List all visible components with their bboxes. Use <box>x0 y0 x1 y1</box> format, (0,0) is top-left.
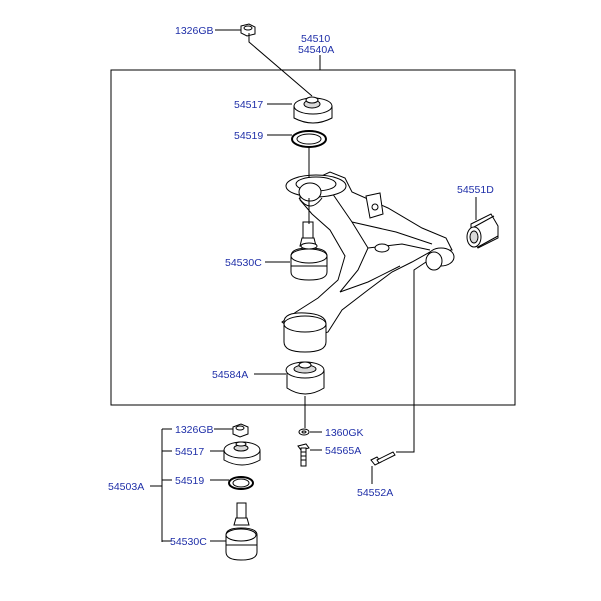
label-kit-ring: 54519 <box>175 475 204 487</box>
rear-bushing-icon <box>466 213 499 249</box>
assembly-frame <box>110 69 516 406</box>
label-bolt: 54565A <box>325 445 361 457</box>
label-upper-ring: 54519 <box>234 130 263 142</box>
label-assembly-a: 54510 <box>301 33 330 45</box>
label-top-nut: 1326GB <box>175 25 214 37</box>
kit-ring-icon <box>228 476 254 490</box>
kit-bushing-cap-icon <box>223 441 261 466</box>
long-bolt-icon <box>370 451 396 466</box>
label-rear-bush: 54551D <box>457 184 494 196</box>
label-washer: 1360GK <box>325 427 364 439</box>
label-long-bolt: 54552A <box>357 487 393 499</box>
label-kit-ball-joint: 54530C <box>170 536 207 548</box>
upper-bushing-cap-icon <box>293 96 333 124</box>
leader-lines <box>150 29 477 542</box>
top-nut-icon <box>240 23 256 37</box>
washer-icon <box>298 428 310 436</box>
lower-control-arm <box>281 171 455 353</box>
label-kit-cap: 54517 <box>175 446 204 458</box>
front-bushing-icon <box>285 361 325 395</box>
label-kit: 54503A <box>108 481 144 493</box>
ball-joint-icon <box>290 221 328 281</box>
bolt-icon <box>297 443 310 467</box>
label-front-bush: 54584A <box>212 369 248 381</box>
kit-nut-icon <box>232 423 249 438</box>
kit-ball-joint-icon <box>225 502 258 561</box>
label-upper-bush-cap: 54517 <box>234 99 263 111</box>
label-ball-joint: 54530C <box>225 257 262 269</box>
label-kit-nut: 1326GB <box>175 424 214 436</box>
label-assembly-b: 54540A <box>298 44 334 56</box>
upper-ring-icon <box>291 130 327 148</box>
